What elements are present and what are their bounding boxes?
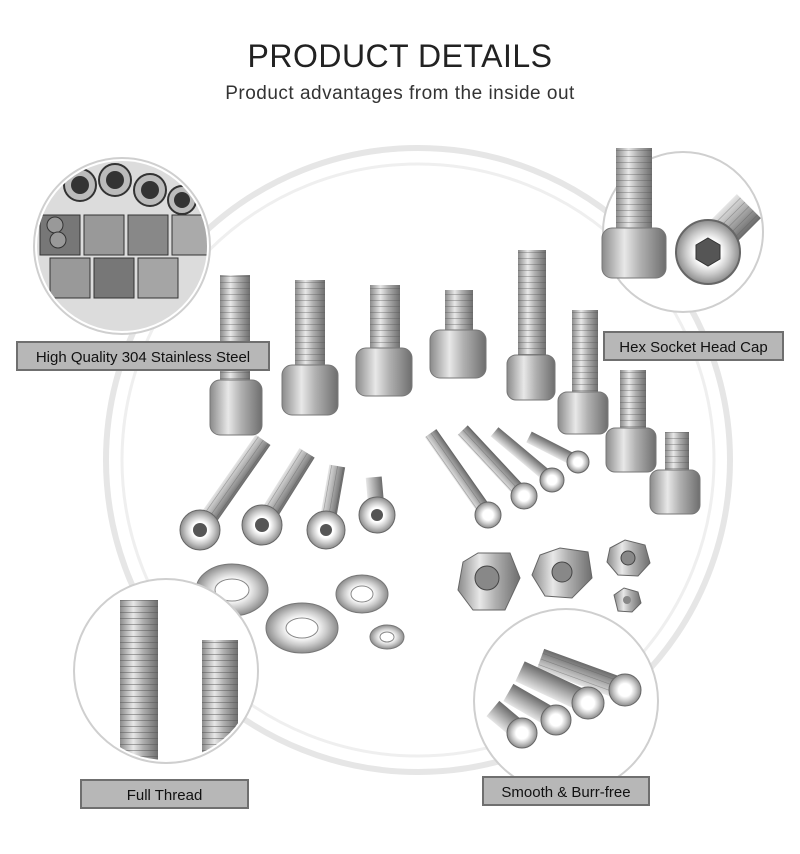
page-title: PRODUCT DETAILS <box>247 38 553 74</box>
washers <box>195 563 405 654</box>
feature-label-smooth: Smooth & Burr-free <box>482 776 650 806</box>
feature-label-hex-socket: Hex Socket Head Cap <box>603 331 784 361</box>
feature-label-stainless-steel: High Quality 304 Stainless Steel <box>16 341 270 371</box>
decor-ring-outer <box>103 145 733 775</box>
inset-stainless-steel <box>33 157 211 335</box>
inset-smooth-burr-free <box>473 608 659 794</box>
cap-screw-group-diagonal <box>179 425 590 551</box>
inset-hex-socket-head <box>601 148 764 313</box>
inset-full-thread <box>73 578 259 764</box>
feature-label-full-thread: Full Thread <box>80 779 249 809</box>
page-subtitle: Product advantages from the inside out <box>225 83 575 104</box>
decor-ring-inner <box>120 162 716 758</box>
hex-nuts <box>457 539 651 613</box>
